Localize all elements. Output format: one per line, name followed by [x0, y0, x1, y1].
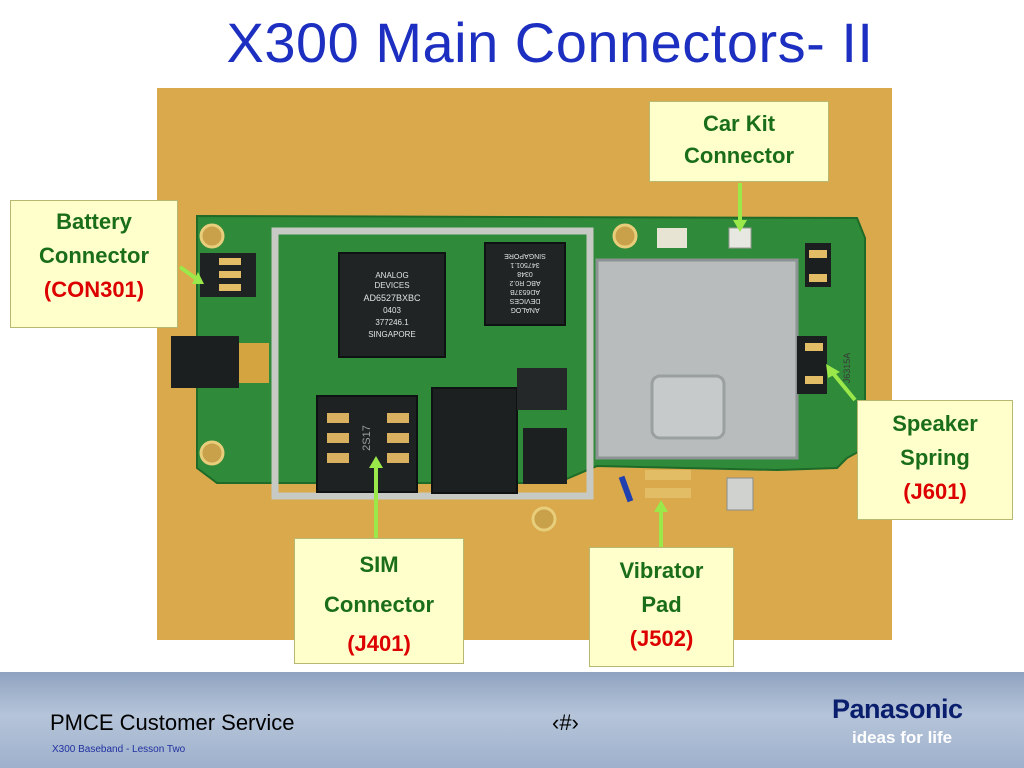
slide-title: X300 Main Connectors- II: [226, 11, 874, 74]
headset-jack: [171, 336, 239, 388]
speaker-label: J6315A: [842, 353, 852, 384]
chip-label-line: ANALOG: [510, 306, 539, 313]
speaker-pin: [805, 376, 823, 384]
sim-pin: [387, 413, 409, 423]
chip-label-line: ABC R0.2: [509, 279, 540, 286]
shield-emboss: [650, 374, 726, 440]
chip-label-line: SINGAPORE: [504, 252, 546, 259]
footer-course: PMCE Customer Service: [50, 710, 295, 735]
sim-label: 2S17: [361, 425, 373, 451]
chip-label-line: DEVICES: [509, 297, 540, 304]
chip-label-line: ANALOG: [375, 271, 408, 280]
page-number: ‹#›: [552, 710, 579, 735]
callout-speaker-spring: Speaker Spring (J601): [857, 400, 1013, 520]
callout-car-kit-connector: Car Kit Connector: [649, 101, 829, 182]
jack-body: [239, 343, 269, 383]
callout-line: Battery: [56, 209, 132, 234]
chip-label-line: 0403: [383, 306, 401, 315]
speaker-pin: [809, 250, 827, 258]
chip-label-line: AD6537B: [510, 288, 540, 295]
callout-line: SIM: [359, 552, 399, 577]
chip-label-line: 377246.1: [375, 318, 409, 327]
chip-ad6527: [338, 252, 446, 358]
speaker-pin: [805, 343, 823, 351]
callout-line: Pad: [641, 592, 682, 618]
chip-label-line: AD6527BXBC: [363, 293, 421, 303]
mount-hole: [531, 506, 557, 532]
vibrator-pad: [645, 488, 691, 498]
mount-hole: [199, 440, 225, 466]
footer-lesson: X300 Baseband - Lesson Two: [52, 744, 186, 755]
side-switch: [726, 477, 754, 511]
callout-line: Connector: [684, 142, 794, 168]
speaker-pin: [809, 274, 827, 282]
chip-label-line: DEVICES: [374, 281, 409, 290]
shield-frame: [271, 227, 594, 500]
callout-ref: (J401): [347, 631, 411, 657]
callout-line: Vibrator: [619, 558, 704, 583]
small-chip: [517, 368, 567, 410]
brand-tagline: ideas for life: [852, 728, 953, 747]
sim-pin: [327, 453, 349, 463]
sim-connector: [316, 395, 418, 493]
battery-pin: [219, 258, 241, 265]
battery-pin: [219, 271, 241, 278]
battery-pin: [219, 284, 241, 291]
vibrator-pad: [645, 470, 691, 480]
sim-pin: [387, 433, 409, 443]
chip-label-line: SINGAPORE: [368, 330, 416, 339]
brand-logo: Panasonic: [832, 694, 963, 724]
small-chip: [523, 428, 567, 484]
memory-chip: [431, 387, 518, 494]
sim-pin: [387, 453, 409, 463]
pad: [657, 228, 687, 248]
car-kit-connector: [728, 227, 752, 249]
sim-pin: [327, 413, 349, 423]
mount-hole: [612, 223, 638, 249]
callout-vibrator-pad: Vibrator Pad (J502): [589, 547, 734, 667]
mount-hole: [199, 223, 225, 249]
chip-ad6537: [484, 242, 566, 326]
slide-footer: PMCE Customer Service X300 Baseband - Le…: [0, 672, 1024, 768]
callout-ref: (J601): [903, 479, 967, 505]
callout-ref: (J502): [629, 626, 694, 652]
chip-label-line: 347501.1: [510, 261, 539, 268]
chip-label-line: 0348: [517, 270, 533, 277]
callout-battery-connector: Battery Connector (CON301): [10, 200, 178, 328]
callout-line: Speaker: [892, 411, 978, 436]
callout-ref: (CON301): [43, 277, 145, 303]
callout-line: Connector: [39, 243, 149, 269]
blue-wire: [618, 475, 634, 503]
callout-line: Connector: [324, 591, 434, 617]
sim-pin: [327, 433, 349, 443]
callout-line: Car Kit: [702, 111, 776, 136]
callout-sim-connector: SIM Connector (J401): [294, 538, 464, 664]
callout-line: Spring: [900, 445, 970, 471]
